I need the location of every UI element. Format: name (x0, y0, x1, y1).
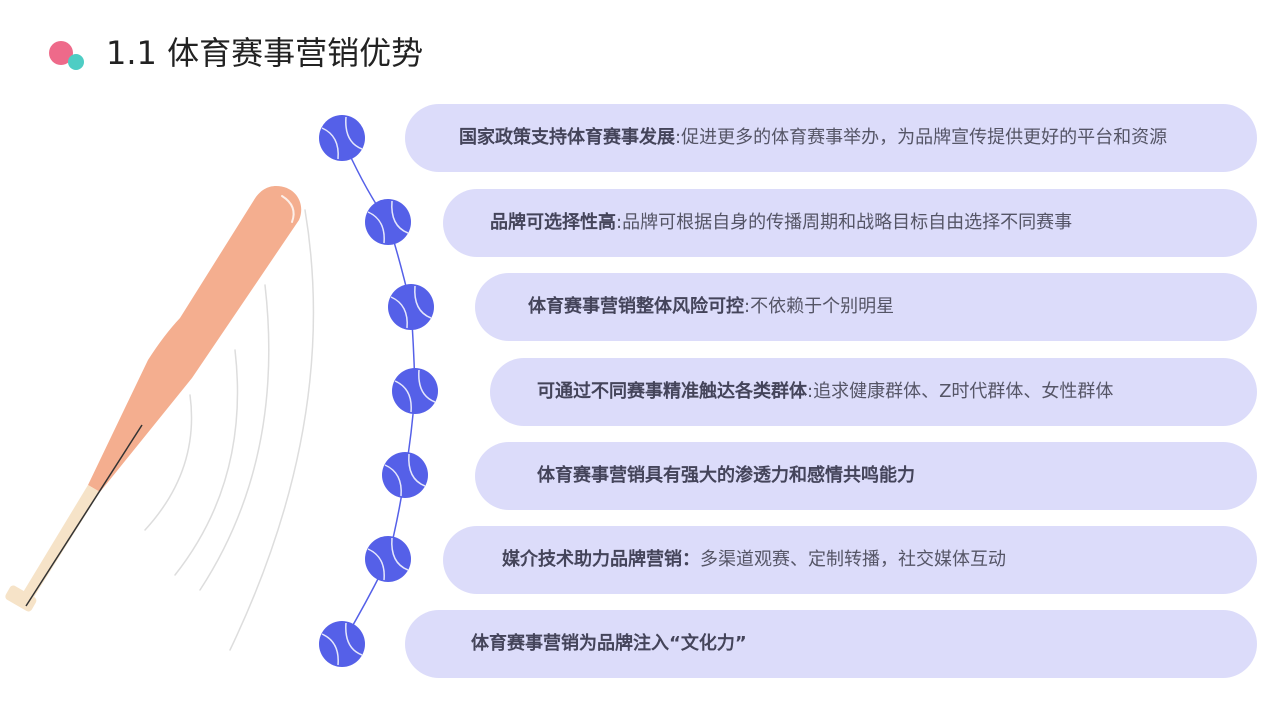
advantage-heading: 体育赛事营销整体风险可控 (528, 296, 744, 317)
advantage-separator: : (616, 212, 623, 233)
advantage-separator: : (807, 381, 814, 402)
swing-arcs (144, 209, 315, 651)
advantage-desc: 品牌可根据自身的传播周期和战略目标自由选择不同赛事 (622, 212, 1073, 233)
advantage-item: 品牌可选择性高:品牌可根据自身的传播周期和战略目标自由选择不同赛事 (443, 189, 1257, 257)
advantage-separator: : (675, 127, 682, 148)
swing-arc (199, 284, 270, 591)
advantage-heading: 媒介技术助力品牌营销： (502, 549, 700, 570)
baseball-icon (365, 536, 411, 582)
advantage-item: 可通过不同赛事精准触达各类群体:追求健康群体、Z时代群体、女性群体 (490, 358, 1257, 426)
advantage-heading: 可通过不同赛事精准触达各类群体 (537, 381, 807, 402)
advantage-item: 媒介技术助力品牌营销：多渠道观赛、定制转播，社交媒体互动 (443, 526, 1257, 594)
advantage-desc: 多渠道观赛、定制转播，社交媒体互动 (700, 549, 1006, 570)
timeline-balls (319, 115, 438, 667)
advantage-item: 体育赛事营销具有强大的渗透力和感情共鸣能力 (475, 442, 1257, 510)
baseball-icon (319, 621, 365, 667)
advantage-heading: 品牌可选择性高 (490, 212, 616, 233)
baseball-icon (388, 284, 434, 330)
advantage-item: 国家政策支持体育赛事发展:促进更多的体育赛事举办，为品牌宣传提供更好的平台和资源 (405, 104, 1257, 172)
baseball-icon (392, 368, 438, 414)
baseball-icon (319, 115, 365, 161)
swing-arc (174, 349, 239, 576)
advantage-item: 体育赛事营销整体风险可控:不依赖于个别明星 (475, 273, 1257, 341)
advantage-desc: 促进更多的体育赛事举办，为品牌宣传提供更好的平台和资源 (681, 127, 1168, 148)
advantage-item: 体育赛事营销为品牌注入“文化力” (405, 610, 1257, 678)
logo-dots-icon (49, 41, 84, 70)
swing-arc (229, 209, 315, 651)
baseball-icon (365, 199, 411, 245)
advantage-heading: 体育赛事营销具有强大的渗透力和感情共鸣能力 (537, 465, 915, 486)
advantage-heading: 体育赛事营销为品牌注入“文化力” (471, 633, 747, 654)
advantage-desc: 追求健康群体、Z时代群体、女性群体 (813, 381, 1114, 402)
baseball-bat-icon (5, 186, 302, 612)
baseball-icon (382, 452, 428, 498)
advantage-heading: 国家政策支持体育赛事发展 (459, 127, 675, 148)
advantage-separator: : (744, 296, 751, 317)
advantage-desc: 不依赖于个别明星 (750, 296, 895, 317)
swing-arc (144, 394, 193, 531)
slide-title: 1.1 体育赛事营销优势 (106, 34, 424, 72)
